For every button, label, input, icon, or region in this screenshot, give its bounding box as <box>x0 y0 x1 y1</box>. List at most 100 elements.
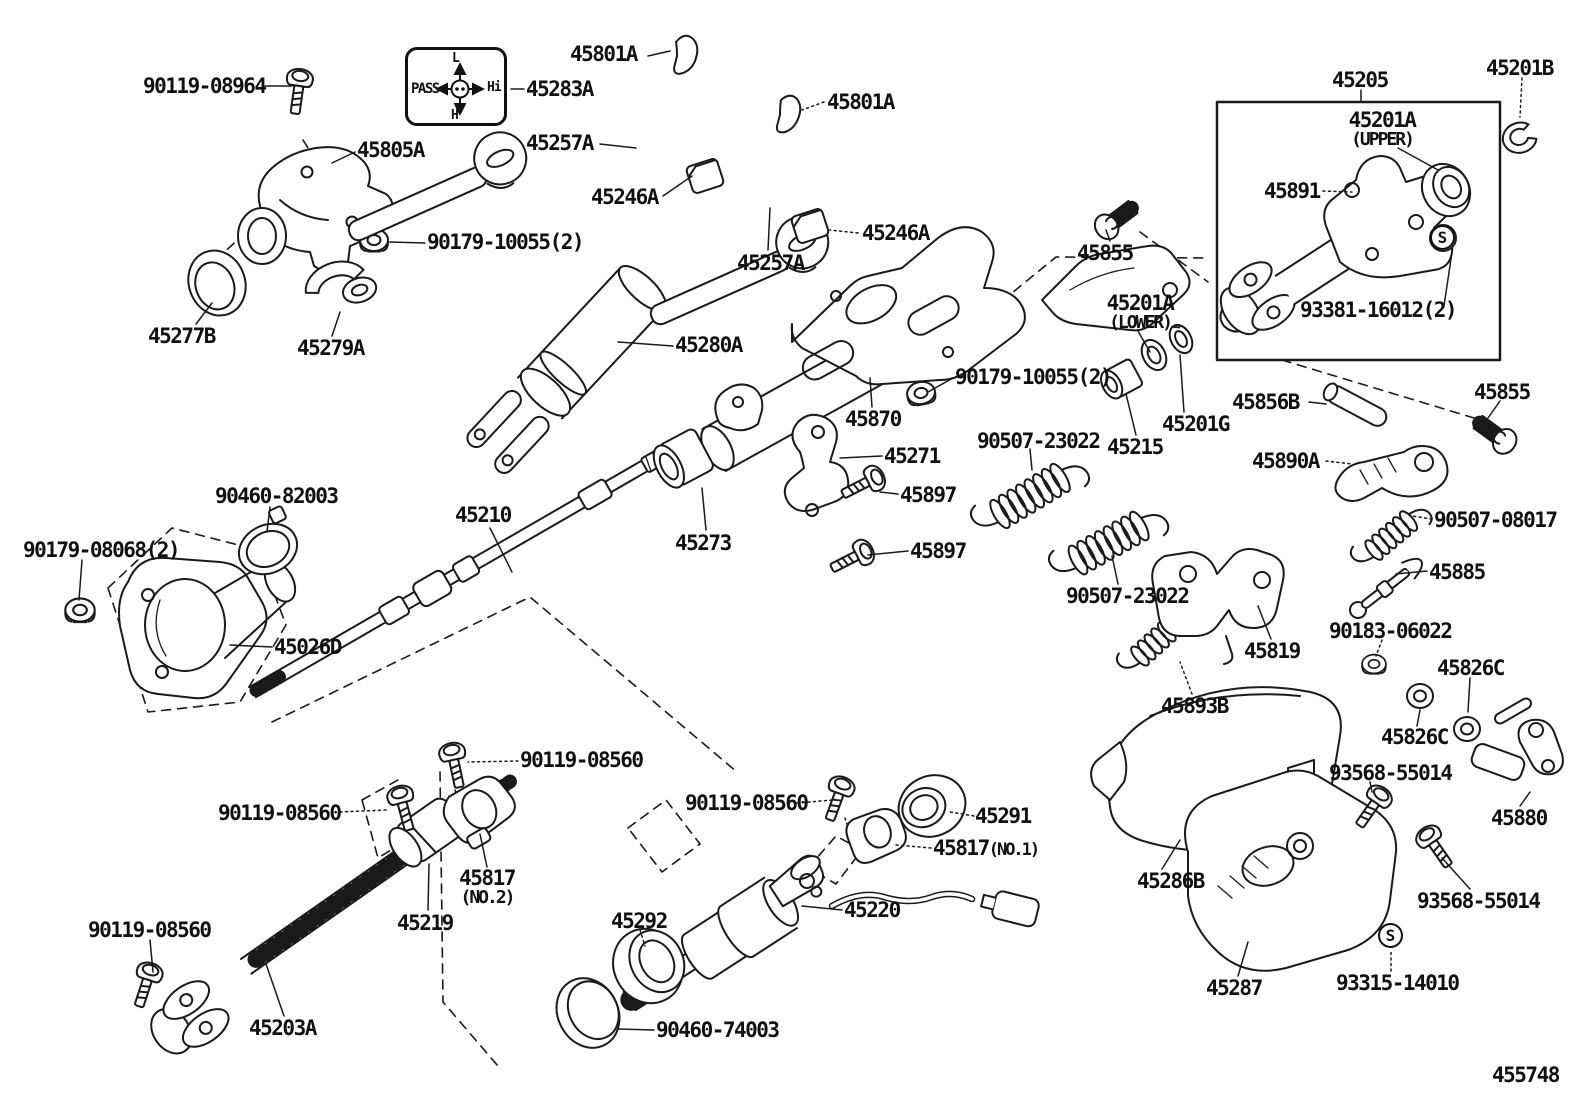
part-label-90119-08964: 90119-08964 <box>143 74 267 98</box>
part-spring-90507-23022-a <box>966 446 1094 546</box>
pass-label: PASS <box>411 81 440 97</box>
tilt-high-label: H <box>451 108 459 123</box>
part-pin-45856B <box>1322 382 1388 427</box>
part-link-45885 <box>1349 557 1424 619</box>
part-label-45279A: 45279A <box>297 336 365 360</box>
part-bearing-45201A-lower <box>1140 338 1168 372</box>
part-lever-45880 <box>1470 697 1564 781</box>
part-nut-90183-06022 <box>1361 653 1387 675</box>
part-label-45897-b: 45897 <box>910 539 967 563</box>
part-lever-45257A-a <box>347 131 528 242</box>
part-label-45277B: 45277B <box>148 324 216 348</box>
part-label-93315-14010: 93315-14010 <box>1336 971 1460 995</box>
part-label-45817-no1: 45817 (NO.1) <box>933 836 1040 860</box>
part-bolt-90119-08560-a <box>436 739 474 791</box>
part-label-45893B: 45893B <box>1161 694 1229 718</box>
part-label-45201A-lower-main: 45201A <box>1106 291 1175 315</box>
part-label-45220: 45220 <box>844 898 901 922</box>
part-bracket-45870 <box>700 226 1191 472</box>
part-label-45855-a: 45855 <box>1077 241 1134 265</box>
part-label-45287: 45287 <box>1206 976 1263 1000</box>
part-bushing-45273 <box>652 428 714 489</box>
part-label-45817-no1-main: 45817 <box>933 836 990 860</box>
part-label-45819: 45819 <box>1244 639 1301 663</box>
part-label-45205: 45205 <box>1332 68 1389 92</box>
part-label-90179-08068: 90179-08068(2) <box>23 538 181 562</box>
part-stopper-45801A-a <box>673 34 699 75</box>
part-label-45201A-lower: 45201A (LOWER) <box>1098 292 1182 333</box>
part-label-45219: 45219 <box>397 911 454 935</box>
part-label-90460-82003: 90460-82003 <box>215 484 339 508</box>
part-label-45817-no2: 45817 (NO.2) <box>448 867 526 908</box>
part-label-45201G: 45201G <box>1162 412 1230 436</box>
part-label-45880: 45880 <box>1491 806 1548 830</box>
part-label-90119-08560-a: 90119-08560 <box>520 748 644 772</box>
tilt-hi-label: Hi <box>487 80 502 95</box>
part-main-shaft-45210 <box>249 433 693 699</box>
part-bearing-45291 <box>897 774 967 838</box>
part-seal-45277B <box>187 249 247 317</box>
part-label-93568-55014-a: 93568-55014 <box>1329 761 1453 785</box>
part-label-45805A: 45805A <box>357 138 425 162</box>
part-pad-45246A-b <box>790 208 830 244</box>
part-label-45210: 45210 <box>455 503 512 527</box>
part-label-45203A: 45203A <box>249 1016 317 1040</box>
part-label-45891: 45891 <box>1264 179 1321 203</box>
part-label-90179-10055-b: 90179-10055(2) <box>955 365 1113 389</box>
part-actuator-45220 <box>620 854 1040 1013</box>
part-screw-45855-b <box>1470 411 1521 458</box>
part-label-90507-08017: 90507-08017 <box>1434 508 1558 532</box>
part-label-45273: 45273 <box>675 531 732 555</box>
part-label-93568-55014-b: 93568-55014 <box>1417 889 1541 913</box>
part-clamp-90460-82003 <box>237 505 299 576</box>
part-label-90119-08560-c: 90119-08560 <box>88 918 212 942</box>
part-nut-90179-08068 <box>64 597 96 624</box>
part-label-90119-08560-b: 90119-08560 <box>218 801 342 825</box>
part-clamp-45271 <box>783 413 850 517</box>
part-label-90507-23022-b: 90507-23022 <box>1066 584 1190 608</box>
part-label-90507-23022-a: 90507-23022 <box>977 429 1101 453</box>
part-label-45257A-b: 45257A <box>737 251 805 275</box>
part-clamp-45279A <box>304 260 378 304</box>
part-label-45855-b: 45855 <box>1474 380 1531 404</box>
part-label-45201B: 45201B <box>1486 56 1554 80</box>
part-label-90179-10055-a: 90179-10055(2) <box>427 230 585 254</box>
part-label-45870: 45870 <box>845 407 902 431</box>
drawing-number: 455748 <box>1492 1063 1560 1087</box>
part-label-45817-no2-main: 45817 <box>459 866 516 890</box>
part-label-45801A-a: 45801A <box>570 42 638 66</box>
part-boot-45026D <box>118 556 297 700</box>
part-label-45201A-upper-main: 45201A <box>1348 108 1417 132</box>
part-clamp-45805A <box>237 146 394 273</box>
part-bolt-90119-08560-d <box>816 772 859 826</box>
tilt-low-label: L <box>452 51 460 66</box>
part-label-45280A: 45280A <box>675 333 743 357</box>
part-bearing-45292 <box>612 927 686 1005</box>
part-label-93381-16012: 93381-16012(2) <box>1300 298 1458 322</box>
part-nut-45826C-b <box>1453 716 1481 742</box>
part-bolt-90119-08560-c <box>125 958 167 1012</box>
part-ring-90460-74003 <box>555 977 621 1049</box>
part-label-45201A-upper: 45201A (UPPER) <box>1340 109 1424 150</box>
part-label-45246A-b: 45246A <box>862 221 930 245</box>
part-nut-90179-10055-b <box>904 378 938 408</box>
part-label-45890A: 45890A <box>1252 449 1320 473</box>
part-washer-45201G <box>1168 323 1194 355</box>
part-bolt-93568-55014-b <box>1411 820 1461 874</box>
part-label-45201A-lower-sub: (LOWER) <box>1109 312 1173 334</box>
part-bolt-45897-b <box>825 535 879 581</box>
part-label-45257A-a: 45257A <box>526 131 594 155</box>
part-screw-45855-a <box>1090 197 1141 244</box>
part-label-45271: 45271 <box>884 444 941 468</box>
part-label-45246A-a: 45246A <box>591 185 659 209</box>
part-bracket-45819 <box>1151 548 1285 665</box>
part-label-45817-no2-sub: (NO.2) <box>460 887 515 909</box>
part-label-45826C-b: 45826C <box>1381 725 1449 749</box>
part-label-90460-74003: 90460-74003 <box>656 1018 780 1042</box>
standard-part-symbol-box: S <box>1430 225 1455 250</box>
part-stopper-45801A-b <box>775 94 802 134</box>
part-label-45201A-upper-sub: (UPPER) <box>1351 129 1415 151</box>
part-label-90183-06022: 90183-06022 <box>1329 619 1453 643</box>
